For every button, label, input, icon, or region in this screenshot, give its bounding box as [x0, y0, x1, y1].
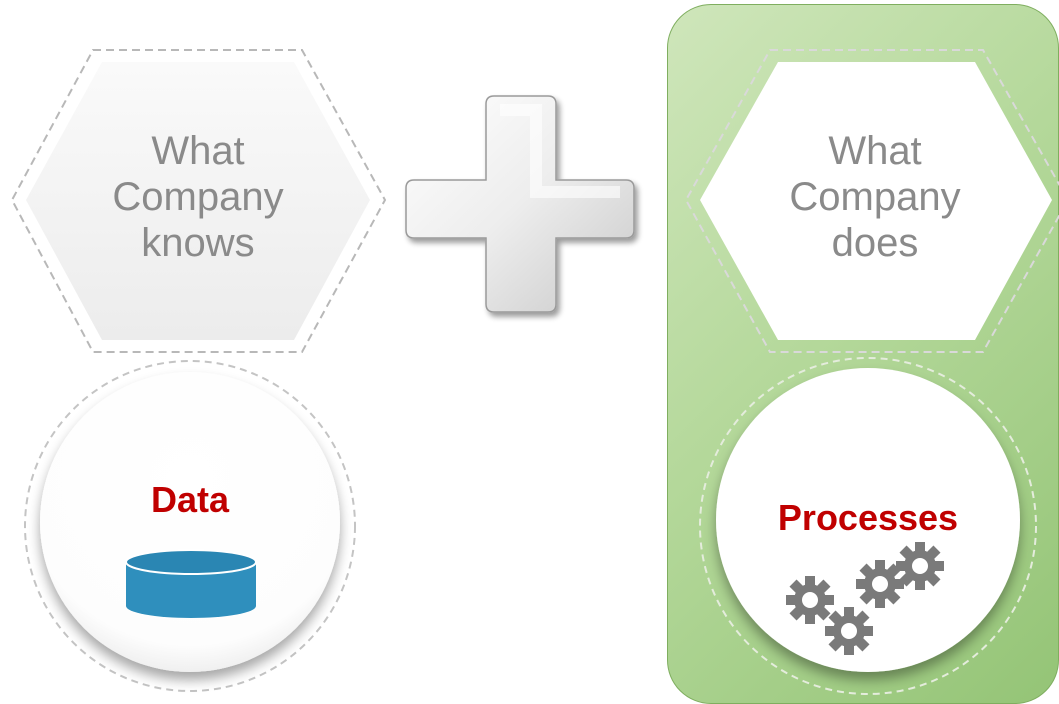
processes-title: Processes: [777, 497, 959, 538]
knows-hexagon-label: What Company knows: [78, 128, 318, 266]
does-line-1: What: [828, 129, 922, 173]
data-circle: [24, 360, 356, 692]
plus-icon: [405, 95, 635, 313]
data-title: Data: [150, 479, 230, 520]
does-line-3: does: [831, 221, 919, 265]
knows-line-2: Company: [112, 175, 284, 219]
does-hexagon-label: What Company does: [755, 128, 995, 266]
database-icon: [125, 549, 257, 618]
does-line-2: Company: [789, 175, 961, 219]
knows-line-3: knows: [141, 221, 255, 265]
knows-line-1: What: [151, 129, 245, 173]
does-hexagon: [684, 49, 1059, 353]
knows-hexagon: [10, 49, 387, 353]
gears-icon: [786, 542, 944, 655]
